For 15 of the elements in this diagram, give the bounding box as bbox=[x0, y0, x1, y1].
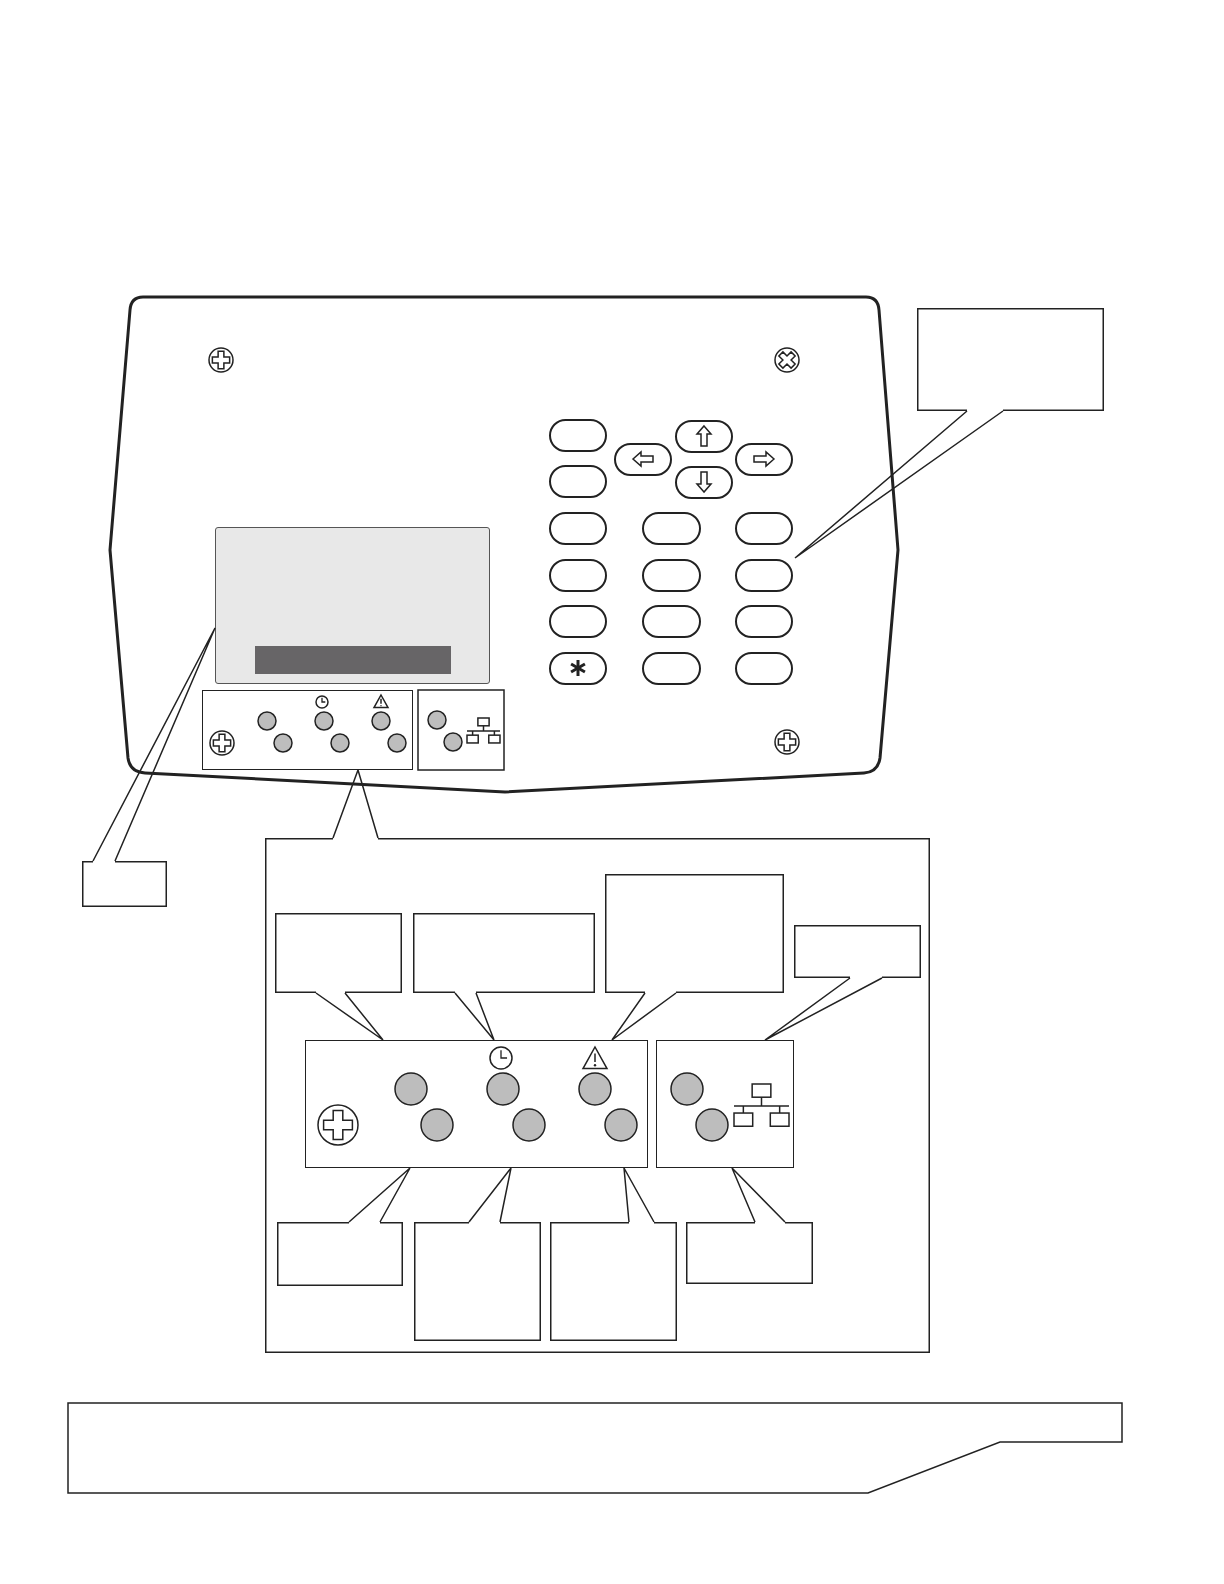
callout-tail bbox=[623, 1167, 655, 1223]
callout-tail bbox=[348, 1167, 411, 1223]
callout-tail bbox=[332, 769, 379, 839]
callout-tail bbox=[731, 1167, 786, 1223]
callout-tail bbox=[315, 992, 384, 1041]
callout-tail bbox=[92, 627, 216, 862]
callout-tail bbox=[794, 410, 1004, 559]
callout-tail bbox=[611, 992, 677, 1041]
callout-tail bbox=[454, 992, 495, 1041]
lcd-screen bbox=[215, 527, 490, 684]
callout-tail bbox=[764, 977, 883, 1041]
led-panel bbox=[305, 1040, 648, 1168]
led-panel bbox=[202, 690, 413, 770]
network-led-panel bbox=[656, 1040, 794, 1168]
callout-tail bbox=[468, 1167, 512, 1223]
